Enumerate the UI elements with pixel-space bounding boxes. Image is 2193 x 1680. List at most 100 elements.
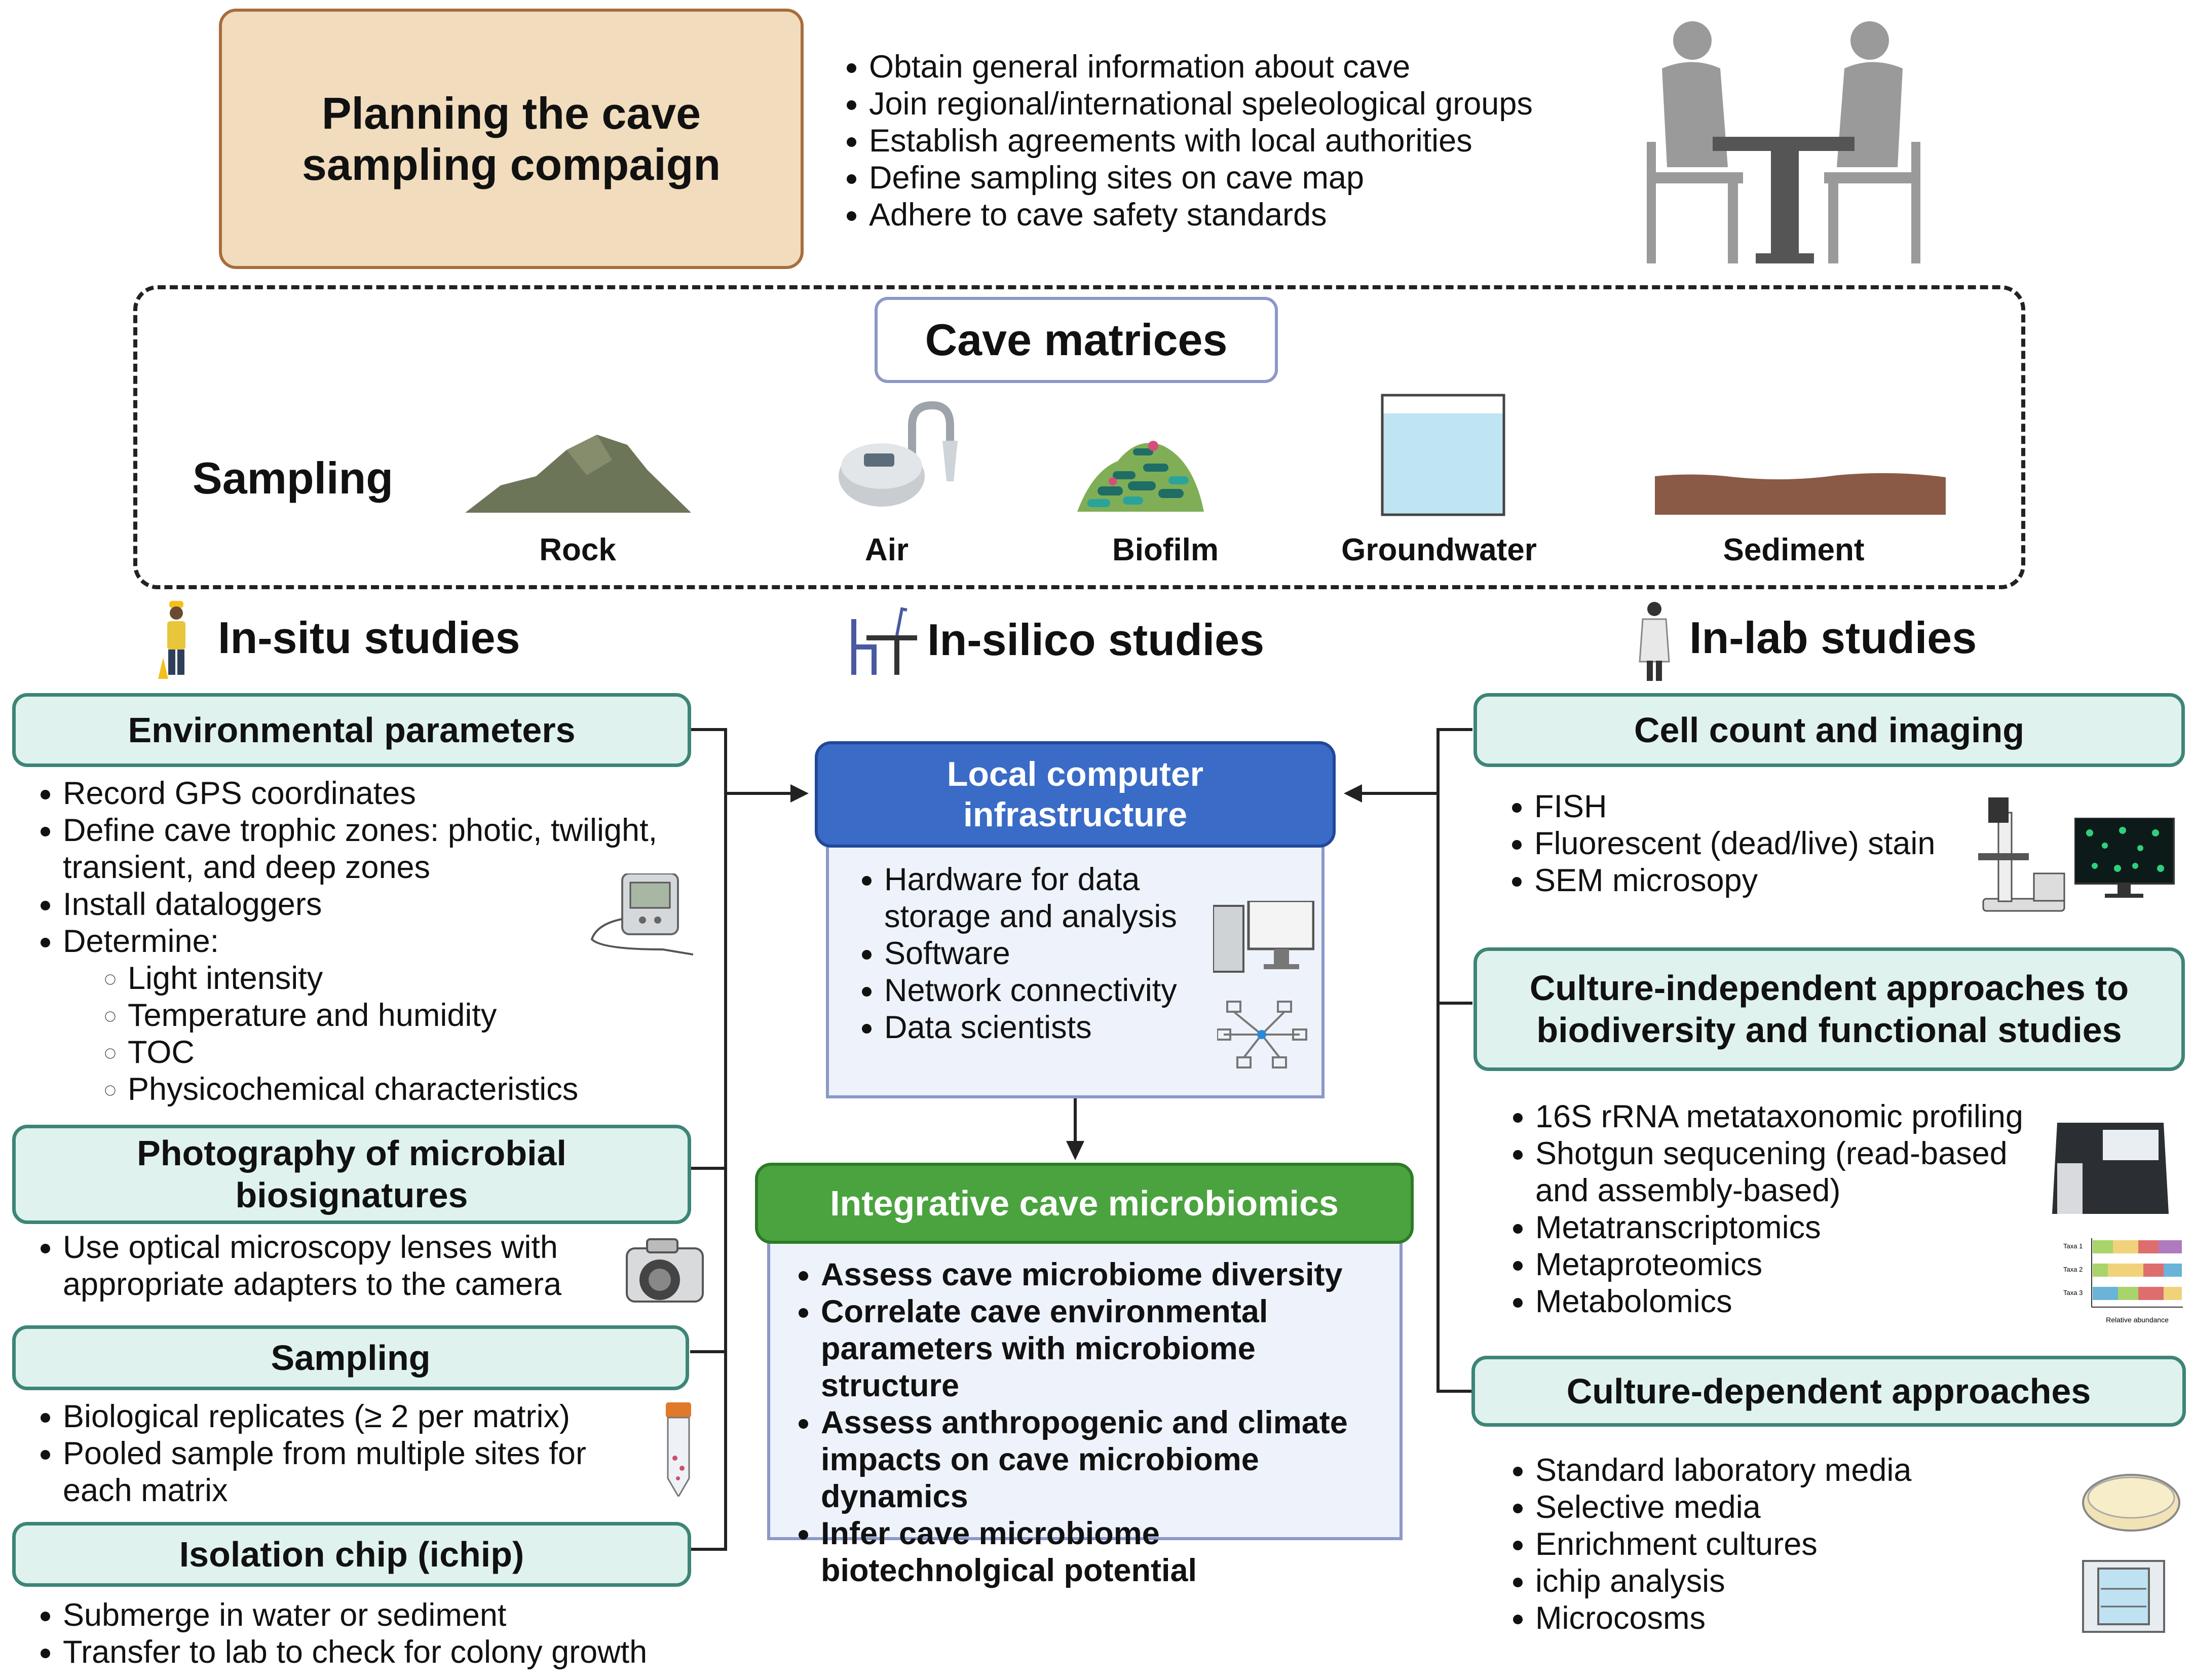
sampling-list: Biological replicates (≥ 2 per matrix) P… [12,1398,671,1509]
rock-icon [465,435,691,513]
env-params-list: Record GPS coordinates Define cave troph… [12,775,711,1108]
list-item: Standard laboratory media [1535,1452,1982,1489]
list-item: Define cave trophic zones: photic, twili… [63,812,701,886]
culture-independent-list: 16S rRNA metataxonomic profiling Shotgun… [1476,1098,2033,1320]
local-infra-title: Local computer infrastructure [947,754,1204,834]
integrative-list: Assess cave microbiome diversity Correla… [770,1256,1404,1589]
incubator-icon [2082,1560,2165,1633]
tube-icon [666,1402,691,1497]
list-item: Metabolomics [1535,1283,2033,1320]
camera-icon [626,1238,704,1303]
list-item: FISH [1534,788,1982,825]
list-item: Biological replicates (≥ 2 per matrix) [63,1398,671,1435]
list-item: Establish agreements with local authorit… [869,123,1627,160]
chart-row-label-2: Taxa 2 [2063,1266,2083,1273]
list-item: Assess cave microbiome diversity [821,1256,1404,1293]
local-infra-list: Hardware for data storage and analysis S… [831,861,1297,1046]
groundwater-icon [1381,394,1505,516]
list-item: Pooled sample from multiple sites for ea… [63,1435,630,1509]
air-sampler-icon [839,401,958,507]
list-item: SEM microsopy [1534,862,1982,899]
list-item: 16S rRNA metataxonomic profiling [1535,1098,2033,1135]
integrative-header: Integrative cave microbiomics [755,1163,1414,1244]
insitu-title: In-situ studies [218,613,520,663]
matrix-label-biofilm: Biofilm [1112,532,1219,567]
photo-header: Photography of microbial biosignatures [12,1125,691,1224]
planning-list: Obtain general information about cave Jo… [816,49,1627,234]
photo-title: Photography of microbial biosignatures [137,1133,566,1215]
local-infra-header: Local computer infrastructure [815,741,1336,848]
ichip-header: Isolation chip (ichip) [12,1522,691,1587]
cell-count-list: FISH Fluorescent (dead/live) stain SEM m… [1476,788,1982,899]
chart-row-label-1: Taxa 1 [2063,1242,2083,1250]
culture-dependent-list: Standard laboratory media Selective medi… [1476,1452,1982,1637]
list-item: Define sampling sites on cave map [869,160,1627,197]
chart-axis-label: Relative abundance [2106,1316,2169,1324]
culture-independent-header: Culture-independent approaches to biodiv… [1473,947,2185,1071]
list-item: Transfer to lab to check for colony grow… [63,1634,711,1671]
planning-title-box: Planning the cave sampling compaign [219,9,804,269]
matrix-label-air: Air [864,532,909,567]
bar-chart-icon: Taxa 1 Taxa 2 Taxa 3 Relative abundance [2063,1238,2183,1324]
biofilm-icon [1077,441,1204,512]
meeting-people-icon [1647,21,1920,263]
network-icon [1217,1001,1307,1068]
list-item: Fluorescent (dead/live) stain [1534,825,1982,862]
list-item: Metatranscriptomics [1535,1209,2033,1246]
list-item: Infer cave microbiome biotechnolgical po… [821,1515,1398,1589]
desk-icon [851,607,917,675]
list-item: ichip analysis [1535,1563,1982,1600]
list-item: Microcosms [1535,1600,1982,1637]
culture-dependent-header: Culture-dependent approaches [1471,1356,2186,1427]
list-item: Assess anthropogenic and climate impacts… [821,1404,1398,1515]
list-item: Temperature and humidity [128,997,711,1034]
computer-icon [1213,901,1314,973]
inlab-title: In-lab studies [1689,613,1977,663]
chart-row-label-3: Taxa 3 [2063,1289,2083,1296]
list-item: Data scientists [884,1009,1297,1046]
list-item: Record GPS coordinates [63,775,711,812]
list-item: Shotgun sequcening (read-based and assem… [1535,1135,2017,1209]
planning-title: Planning the cave sampling compaign [301,88,721,189]
list-item: Network connectivity [884,972,1297,1009]
env-params-header: Environmental parameters [12,693,691,767]
matrix-label-groundwater: Groundwater [1341,532,1537,567]
list-item: Enrichment cultures [1535,1526,1982,1563]
list-item: Hardware for data storage and analysis [884,861,1249,935]
list-item: Adhere to cave safety standards [869,197,1627,234]
scientist-icon [1639,602,1670,681]
cave-matrices-title: Cave matrices [875,297,1278,383]
list-item: Install dataloggers [63,886,711,923]
sequencer-icon [2052,1123,2169,1214]
fluorescence-monitor-icon [2074,818,2175,898]
culture-independent-title: Culture-independent approaches to biodiv… [1529,968,2129,1050]
list-item: Submerge in water or sediment [63,1597,711,1634]
list-item: Obtain general information about cave [869,49,1627,86]
list-item: Correlate cave environmental parameters … [821,1293,1393,1404]
list-item: Light intensity [128,960,711,997]
matrix-label-rock: Rock [539,532,616,567]
cell-count-header: Cell count and imaging [1473,693,2185,767]
sampling-header: Sampling [12,1325,689,1390]
datalogger-icon [590,873,693,956]
sampling-label: Sampling [193,453,394,503]
microscope-icon [1978,797,2065,912]
list-item: Selective media [1535,1489,1982,1526]
list-item: Join regional/international speleologica… [869,86,1627,123]
list-item: Software [884,935,1297,972]
petri-dish-icon [2082,1474,2180,1532]
list-item: Physicochemical characteristics [128,1071,711,1108]
integrative-body [767,1236,1403,1540]
sediment-icon [1655,473,1946,515]
list-item: Use optical microscopy lenses with appro… [63,1229,610,1303]
list-item: Determine: [63,923,711,960]
list-item: TOC [128,1034,711,1071]
matrix-label-sediment: Sediment [1723,532,1865,567]
worker-icon [158,601,185,679]
photo-list: Use optical microscopy lenses with appro… [12,1229,610,1303]
list-item: Metaproteomics [1535,1246,2033,1283]
cave-matrices-region [133,285,2025,589]
ichip-list: Submerge in water or sediment Transfer t… [12,1597,711,1671]
insilico-title: In-silico studies [927,615,1265,665]
